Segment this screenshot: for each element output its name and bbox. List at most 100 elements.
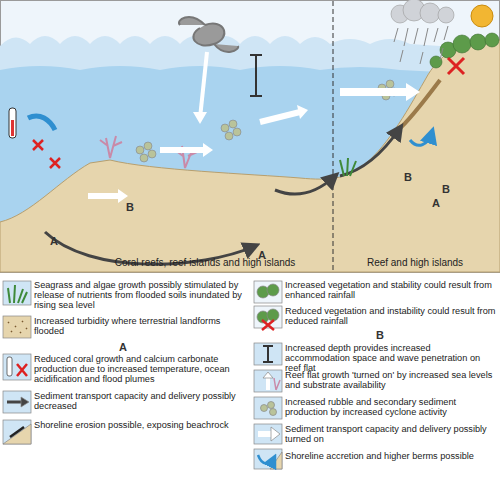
legend-item: Increased turbidity where terrestrial la… [34,316,248,336]
legend-text: Increased turbidity where terrestrial la… [34,316,248,336]
legend-item: Seagrass and algae growth possibly stimu… [34,280,248,311]
legend-item: Increased depth provides increased accom… [285,343,497,374]
rubble [268,402,275,409]
legend-item: Sediment transport capacity and delivery… [285,424,497,444]
transport-arrow [88,193,120,199]
callout-letter: B [126,202,138,213]
beachrock [398,80,440,130]
vegetation [430,33,499,68]
seagrass [340,158,356,176]
rubble [386,80,394,88]
turbidity-icon [8,321,27,333]
rubble [225,132,233,140]
bush [470,34,486,50]
legend-icon [254,281,282,303]
thermometer-icon [7,357,12,376]
arrow-head [203,143,213,157]
red-cross [448,58,464,74]
legend-text: Reduced coral growth and calcium carbona… [34,354,248,385]
callout-letter: B [442,184,454,195]
transport-arrow [160,147,205,153]
legend-text: Sediment transport capacity and delivery… [285,424,497,444]
rain-cloud [391,0,454,23]
bush [485,33,499,47]
seagrass-icon [8,285,27,303]
rain [394,26,448,64]
arrow-head [118,189,128,203]
rubble [270,409,277,416]
accretion-arrow [410,132,432,145]
accretion-arrow [258,455,274,464]
rubble [261,405,268,412]
legend-item: Reef flat growth 'turned on' by increase… [285,370,497,390]
legend-text: Reef flat growth 'turned on' by increase… [285,370,497,390]
rubble [221,124,229,132]
legend-item: Reduced vegetation and instability could… [285,306,497,326]
rubble [233,128,241,136]
red-cross [17,364,27,376]
rubble [140,154,148,162]
cyclone-arrow [200,52,207,118]
legend-icon [3,281,31,305]
sun [471,5,493,27]
panel-label: Coral reefs, reef islands and high islan… [80,257,330,268]
rubble [229,120,237,128]
legend-text: Shoreline erosion possible, exposing bea… [34,420,248,430]
thermometer [9,108,16,138]
legend-item: Shoreline accretion and higher berms pos… [285,451,497,461]
legend-icon [3,391,31,413]
sediment-arrow [275,176,335,194]
transport-arrow [260,112,300,122]
callout-letter: B [404,172,416,183]
legend-icon [254,370,282,392]
bush [453,35,471,53]
arrow-head [406,83,420,101]
legend-text: Increased rubble and secondary sediment … [285,397,497,417]
callout-letter: A [50,236,62,247]
transport-arrow-icon [258,431,272,437]
legend-icon [3,354,31,380]
legend-item: Increased vegetation and stability could… [285,280,497,300]
legend-text: Seagrass and algae growth possibly stimu… [34,280,248,311]
legend-item: Shoreline erosion possible, exposing bea… [34,420,248,430]
bush [267,284,279,296]
arrow-head [271,427,280,441]
cloud-part [420,3,440,23]
rubble [148,150,156,158]
depth-bar [250,55,262,96]
arrow-head [297,105,308,119]
seabed-island [0,40,500,272]
depth-bar-icon [263,346,273,362]
transport-arrow [340,88,410,96]
bush [267,309,279,321]
callout-letter: A [258,250,270,261]
arrow-head [21,397,29,407]
legend-item: Reduced coral growth and calcium carbona… [34,354,248,385]
erosion-arrow [10,427,24,437]
arrow-icon [7,401,22,404]
arrow-head [193,112,207,124]
red-cross [262,320,274,330]
legend-icon [3,316,31,338]
legend-text: Reduced vegetation and instability could… [285,306,497,326]
coral-icon [274,378,280,390]
legend-heading: B [376,330,390,341]
legend-text: Shoreline accretion and higher berms pos… [285,451,497,461]
thermometer-fill [11,120,14,136]
panel-frame [1,1,500,273]
legend-text: Increased depth provides increased accom… [285,343,497,374]
legend-item: Sediment transport capacity and delivery… [34,391,248,411]
legend-icons [3,281,282,469]
shore-icon [3,424,31,444]
panel-divider [333,1,334,272]
legend-icon [254,449,282,469]
coral [100,136,122,158]
legend-icon [3,420,31,444]
cloud-part [438,7,454,23]
rubble [144,142,152,150]
sediment-arrow [340,128,400,176]
legend-text: Sediment transport capacity and delivery… [34,391,248,411]
legend-icon [254,397,282,419]
rubble [136,146,144,154]
